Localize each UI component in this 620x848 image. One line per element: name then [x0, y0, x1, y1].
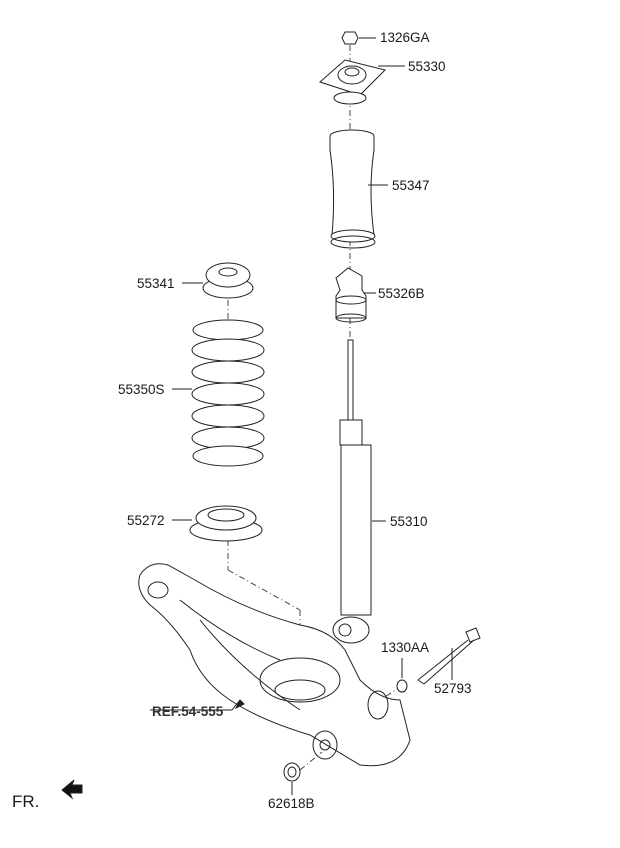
part-label[interactable]: 55310: [390, 514, 428, 529]
bump-stop-drawing: [335, 267, 376, 323]
part-label[interactable]: 1330AA: [381, 640, 430, 655]
part-label[interactable]: 55350S: [118, 382, 165, 397]
upper-spring-seat-drawing: [182, 262, 254, 299]
top-mount-drawing: [319, 59, 405, 105]
front-direction-label: FR.: [12, 792, 40, 811]
nut-62618b-drawing: [283, 762, 301, 795]
part-label[interactable]: 62618B: [268, 796, 315, 811]
lower-spring-seat-drawing: [172, 505, 263, 542]
part-label[interactable]: 1326GA: [380, 30, 430, 45]
shock-absorber-drawing: [332, 339, 386, 644]
front-arrow-icon: [61, 779, 83, 800]
part-label[interactable]: 52793: [434, 681, 472, 696]
part-label[interactable]: 55347: [392, 178, 430, 193]
dust-cover-drawing: [329, 129, 388, 249]
nut-1326ga-drawing: [341, 31, 376, 45]
washer-bolt-drawing: [396, 627, 481, 693]
lower-arm-drawing: [138, 563, 411, 767]
part-label[interactable]: 55341: [137, 276, 175, 291]
part-label[interactable]: 55272: [127, 513, 165, 528]
reference-label[interactable]: REF.54-555: [152, 704, 224, 719]
part-label[interactable]: 55330: [408, 59, 446, 74]
coil-spring-drawing: [172, 319, 265, 467]
part-label[interactable]: 55326B: [378, 286, 425, 301]
